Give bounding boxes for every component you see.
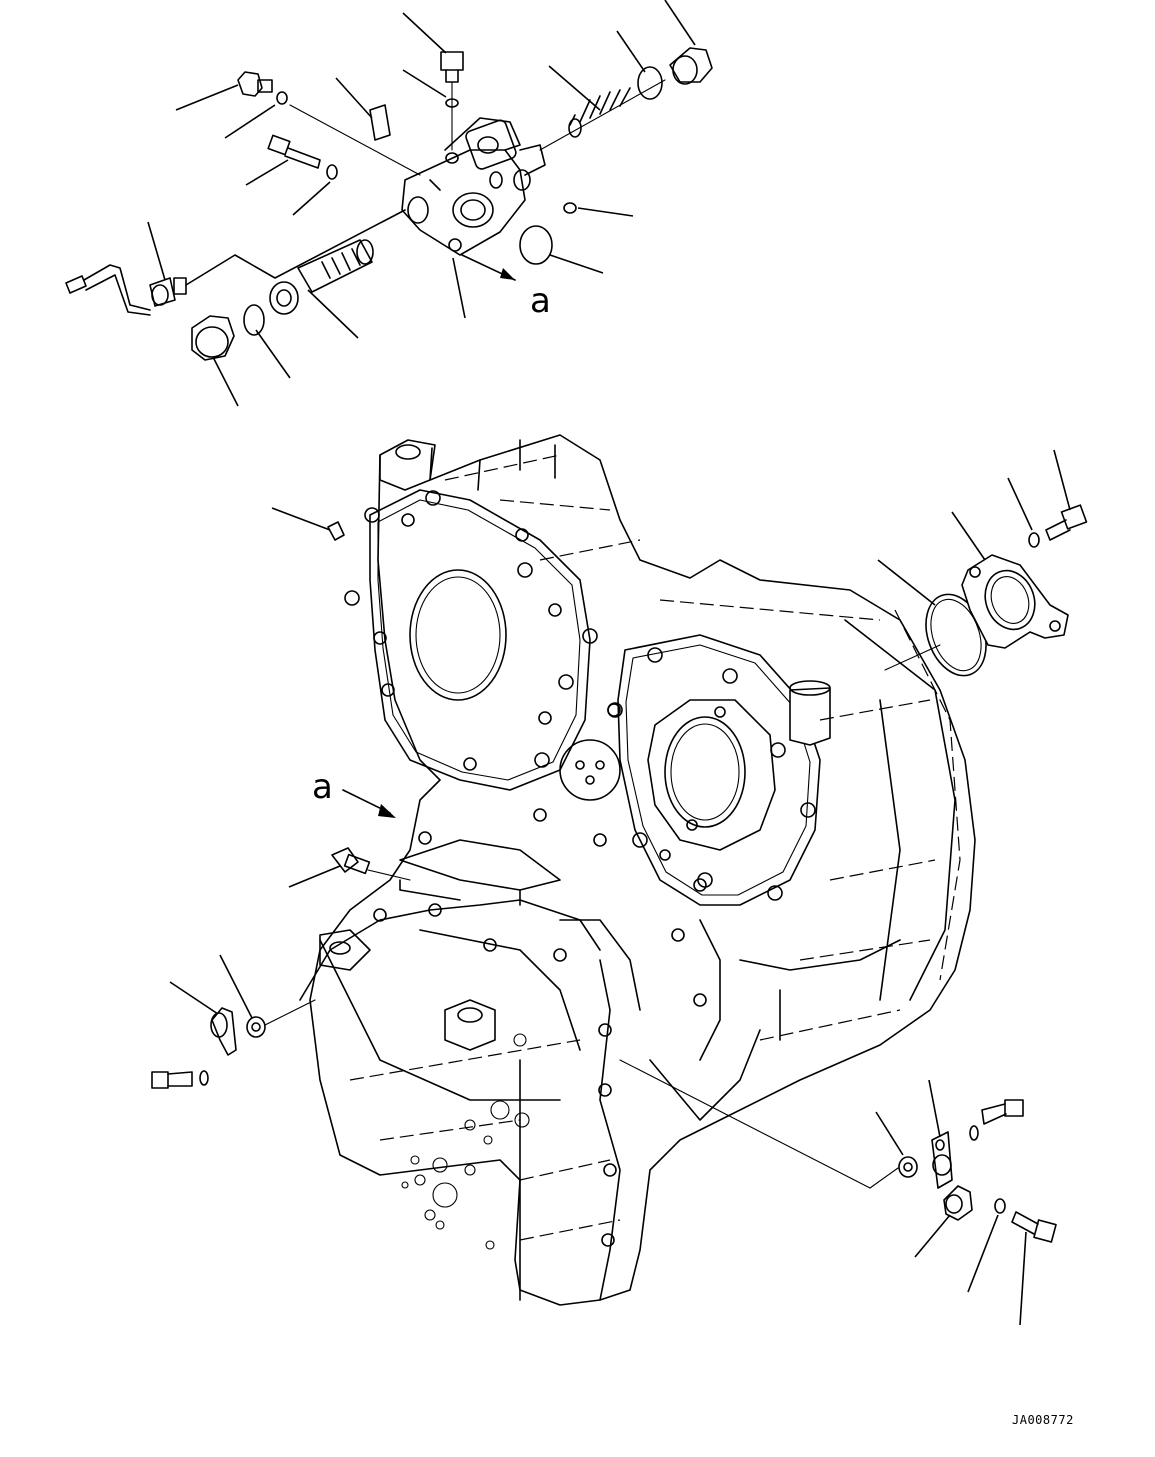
drawing-code: JA008772 [1012,1413,1074,1427]
transmission-case: a [299,434,976,1306]
left-fittings [151,507,411,1089]
valve-assembly: a [65,0,713,407]
right-lower-fittings [619,1059,1057,1326]
view-label-top: a [530,281,551,321]
right-cover [877,449,1088,677]
view-label-main: a [312,767,333,807]
